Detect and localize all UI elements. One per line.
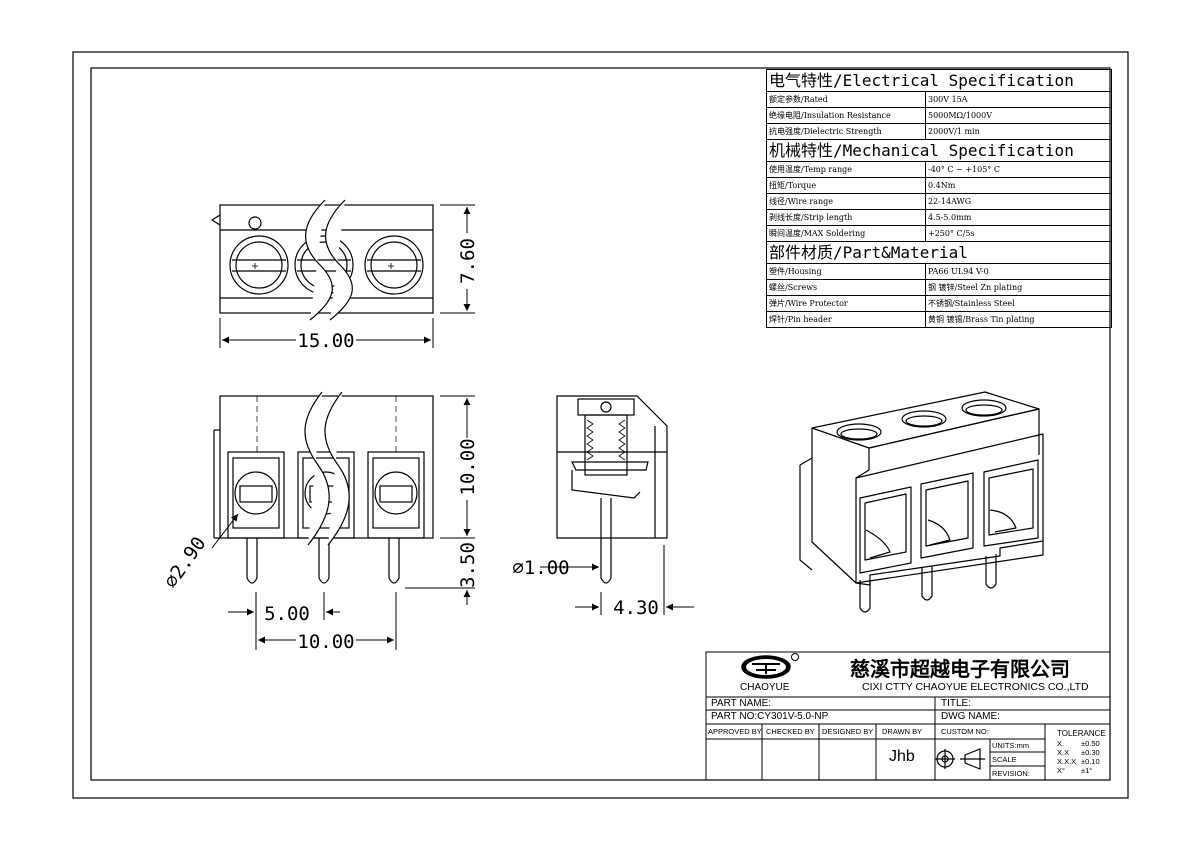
- spec-value: 钢 镀锌/Steel Zn plating: [928, 283, 1023, 292]
- spec-label: 弹片/Wire Protector: [767, 296, 926, 311]
- scale-label: SCALE: [992, 755, 1017, 764]
- top-dims: [219, 204, 475, 348]
- front-view: [213, 391, 434, 584]
- top-view: [210, 199, 434, 321]
- company-name-en: CIXI CTTY CHAOYUE ELECTRONICS CO.,LTD: [862, 681, 1089, 693]
- side-view: [556, 395, 668, 584]
- company-logo: [741, 653, 799, 679]
- isometric-view: [799, 391, 1044, 613]
- revision-label: REVISION:: [992, 769, 1030, 778]
- spec-section-title: 机械特性/Mechanical Specification: [767, 140, 1111, 162]
- spec-label: 抗电强度/Dielectric Strength: [767, 124, 926, 139]
- dim-hole-diameter: ⌀2.90: [160, 533, 211, 592]
- dim-side-offset: 4.30: [613, 597, 659, 619]
- inner-frame: [90, 67, 1111, 781]
- spec-label: 瞬间温度/MAX Soldering: [767, 226, 926, 241]
- tolerance-title: TOLERANCE: [1057, 729, 1106, 738]
- drawn-by-value: Jhb: [889, 748, 915, 765]
- spec-value: 2000V/1 min: [928, 127, 980, 136]
- tolerance-row: X.X.X ±0.10: [1057, 757, 1100, 766]
- spec-value: 300V 15A: [928, 95, 968, 104]
- spec-label: 线径/Wire range: [767, 194, 926, 209]
- spec-section-title: 电气特性/Electrical Specification: [767, 70, 1111, 92]
- spec-value: -40° C ~ +105° C: [928, 165, 1000, 174]
- tolerance-value: ±1°: [1081, 766, 1093, 775]
- tolerance-row: X. ±0.50: [1057, 739, 1100, 748]
- side-dims: [540, 545, 694, 615]
- part-name-label: PART NAME:: [711, 698, 772, 709]
- dim-pin-length: 3.50: [457, 542, 479, 588]
- dim-top-height: 7.60: [457, 238, 479, 284]
- tolerance-value: ±0.50: [1081, 739, 1100, 748]
- spec-value: 0.4Nm: [928, 181, 956, 190]
- dim-top-width: 15.00: [297, 330, 354, 352]
- dim-front-height: 10.00: [457, 438, 479, 495]
- dim-pitch: 5.00: [264, 603, 310, 625]
- units-label: UNITS:mm: [992, 741, 1030, 750]
- outer-frame: [72, 51, 1129, 799]
- spec-row: 瞬间温度/MAX Soldering+250° C/5s: [767, 226, 1111, 242]
- approved-by-label: APPROVED BY: [708, 727, 762, 736]
- spec-label: 额定参数/Rated: [767, 92, 926, 107]
- spec-value: PA66 UL94 V-0: [928, 267, 989, 276]
- tolerance-label: X.X: [1057, 748, 1070, 757]
- tolerance-value: ±0.10: [1081, 757, 1100, 766]
- spec-value: +250° C/5s: [928, 229, 975, 238]
- designed-by-label: DESIGNED BY: [822, 727, 874, 736]
- front-dims: [211, 395, 475, 650]
- projection-symbol-icon: [935, 748, 985, 770]
- spec-value: 22-14AWG: [928, 197, 972, 206]
- custom-no-label: CUSTOM NO:: [941, 727, 989, 736]
- spec-value: 黄铜 镀锡/Brass Tin plating: [928, 315, 1035, 324]
- tolerance-label: X.X.X: [1057, 757, 1077, 766]
- part-number: PART NO:CY301V-5.0-NP: [711, 711, 829, 722]
- tolerance-label: X°: [1057, 766, 1066, 775]
- dim-pin-diameter: ⌀1.00: [512, 557, 569, 579]
- checked-by-label: CHECKED BY: [766, 727, 815, 736]
- spec-label: 剥线长度/Strip length: [767, 210, 926, 225]
- tolerance-row: X.X ±0.30: [1057, 748, 1100, 757]
- spec-label: 绝缘电阻/Insulation Resistance: [767, 108, 926, 123]
- spec-label: 使用温度/Temp range: [767, 162, 926, 177]
- title-block-grid: [705, 651, 1111, 781]
- spec-section-title: 部件材质/Part&Material: [767, 242, 1111, 264]
- tolerance-label: X.: [1057, 739, 1065, 748]
- spec-label: 塑件/Housing: [767, 264, 926, 279]
- dwg-name-label: DWG NAME:: [941, 711, 1000, 722]
- dim-pin-span: 10.00: [297, 631, 354, 653]
- spec-row: 使用温度/Temp range-40° C ~ +105° C: [767, 162, 1111, 178]
- spec-value: 4.5-5.0mm: [928, 213, 972, 222]
- spec-label: 焊针/Pin header: [767, 312, 926, 327]
- drawn-by-label: DRAWN BY: [882, 727, 923, 736]
- spec-value: 5000MΩ/1000V: [928, 111, 993, 120]
- spec-label: 螺丝/Screws: [767, 280, 926, 295]
- company-name-cn: 慈溪市超越电子有限公司: [850, 657, 1070, 681]
- spec-value: 不锈钢/Stainless Steel: [928, 299, 1015, 308]
- tolerance-value: ±0.30: [1081, 748, 1100, 757]
- tolerance-row: X° ±1°: [1057, 766, 1100, 775]
- spec-label: 扭矩/Torque: [767, 178, 926, 193]
- logo-text: CHAOYUE: [740, 682, 790, 693]
- title-label: TITLE:: [941, 698, 972, 709]
